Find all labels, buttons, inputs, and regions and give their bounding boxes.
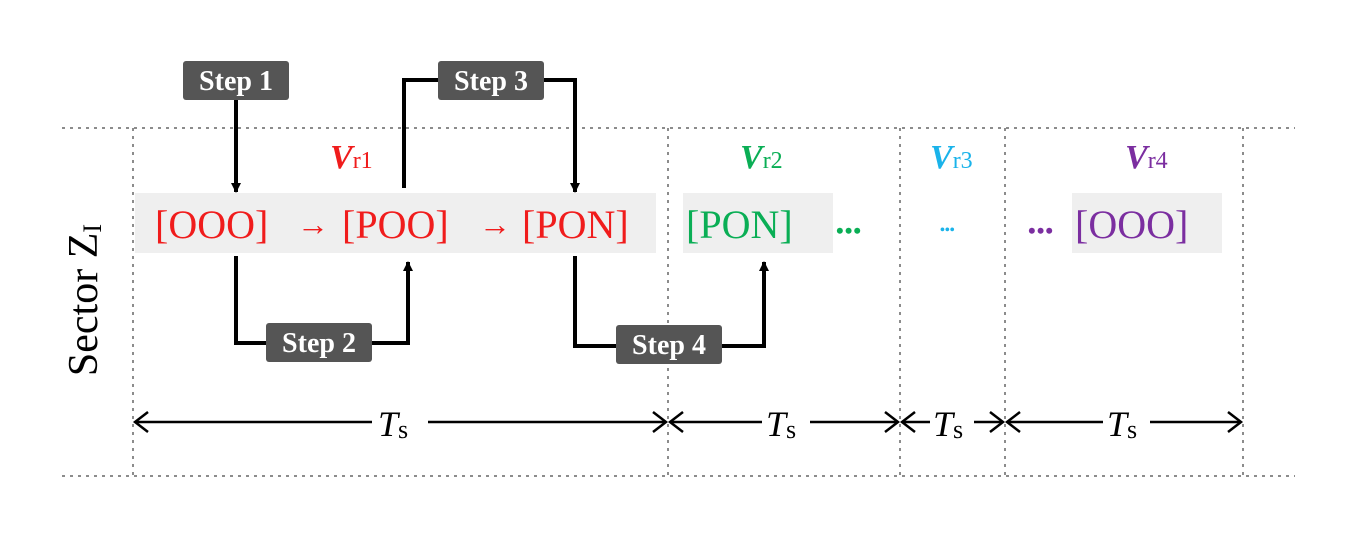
step-3-box: Step 3 [438, 61, 544, 100]
interval4-state-bg [1072, 193, 1222, 253]
duration-label-1: Ts [378, 404, 408, 444]
step-4-label: Step 4 [632, 330, 706, 361]
vector-label-r2: Vr2 [740, 139, 783, 176]
state-pon-interval2: [PON] [686, 202, 793, 247]
step-1-box: Step 1 [183, 61, 289, 100]
ellipsis-interval3: ••• [940, 223, 955, 238]
ellipsis-interval2: ••• [836, 218, 862, 243]
vector-label-r1: Vr1 [330, 139, 373, 176]
sector-label: Sector ZI [61, 224, 107, 376]
state-pon: [PON] [522, 202, 629, 247]
sector-subscript: I [78, 224, 107, 233]
duration-arrow-2 [667, 411, 901, 433]
transition-arrow-1: → [297, 206, 329, 242]
duration-arrow-4 [1004, 411, 1244, 433]
duration-label-4: Ts [1107, 404, 1137, 444]
state-ooo-interval4: [OOO] [1075, 202, 1188, 247]
duration-arrow-3 [899, 411, 1006, 433]
duration-label-2: Ts [766, 404, 796, 444]
vector-label-r4: Vr4 [1125, 139, 1168, 176]
transition-arrow-2: → [479, 206, 511, 242]
duration-arrow-1 [132, 411, 669, 433]
step-2-box: Step 2 [266, 323, 372, 362]
state-ooo-initial: [OOO] [155, 202, 268, 247]
state-poo: [POO] [342, 202, 449, 247]
ellipsis-interval4: ••• [1028, 218, 1054, 243]
interval1-state-bg [135, 193, 656, 253]
step-4-box: Step 4 [616, 325, 722, 364]
vector-label-r3: Vr3 [930, 139, 973, 176]
step-2-label: Step 2 [282, 328, 356, 359]
interval2-state-bg [683, 193, 833, 253]
duration-label-3: Ts [933, 404, 963, 444]
step-3-label: Step 3 [454, 66, 528, 97]
step-1-label: Step 1 [199, 66, 273, 97]
